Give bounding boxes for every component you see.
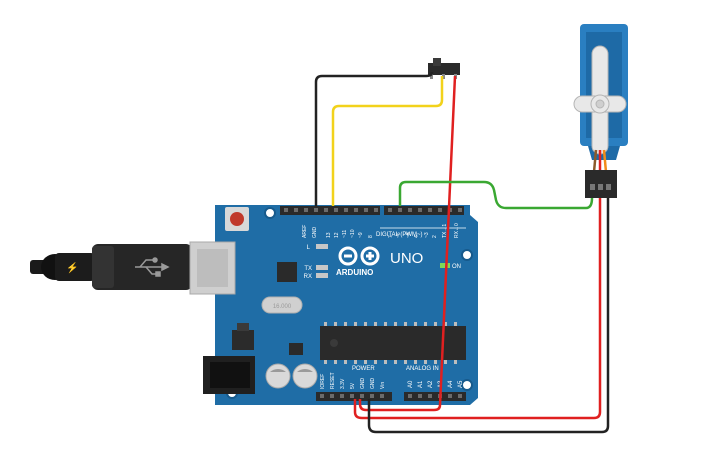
power-label: POWER <box>352 366 375 372</box>
wire-yellow-pin12-switch[interactable] <box>331 76 444 206</box>
pin-label: GND <box>370 378 376 390</box>
wire-red-5v-switch[interactable] <box>358 75 457 412</box>
led-on <box>440 263 450 268</box>
wire-red-5v-servo[interactable] <box>353 198 602 420</box>
servo-connector <box>585 170 617 198</box>
pin-label: ~6 <box>396 232 402 238</box>
pin-label: AREF <box>302 225 308 238</box>
pin-label: A2 <box>428 380 434 388</box>
led-tx-label: TX <box>304 266 312 272</box>
analog-label: ANALOG IN <box>406 366 439 372</box>
mounting-hole <box>461 379 473 391</box>
capacitor <box>292 363 318 389</box>
led-l-label: L <box>307 245 311 251</box>
servo-horn-icon <box>573 45 627 155</box>
slide-switch[interactable] <box>428 58 460 79</box>
pin-label: 13 <box>326 232 332 238</box>
usb-symbol-icon <box>135 257 170 277</box>
arduino-logo-icon <box>338 246 380 266</box>
pin-label: ~11 <box>342 230 348 238</box>
pin-label: A0 <box>408 380 414 388</box>
crystal-label: 16.000 <box>273 304 292 310</box>
led-rx <box>316 273 328 278</box>
digital-label: DIGITAL (PWM~) <box>376 232 423 238</box>
pin-label: 8 <box>368 235 374 238</box>
wire-black-gnd-servo[interactable] <box>367 198 610 434</box>
crystal-oscillator: 16.000 <box>261 296 303 314</box>
pin-label: Vin <box>380 382 386 389</box>
power-header <box>316 392 392 401</box>
mounting-hole <box>264 207 276 219</box>
svg-text:⚡: ⚡ <box>66 261 78 274</box>
servo-motor[interactable] <box>573 24 628 160</box>
pin-label: GND <box>360 378 366 390</box>
voltage-regulator <box>232 323 254 350</box>
led-rx-label: RX <box>304 274 312 280</box>
power-pin-labels: IOREF RESET 3.3V 5V GND GND Vin <box>320 372 386 389</box>
pin-label: TX→1 <box>442 224 448 238</box>
arduino-board[interactable]: 16.000 L TX RX ON ARDUINO UNO <box>189 205 478 405</box>
pin-label: A4 <box>448 380 454 388</box>
led-l <box>316 244 328 249</box>
pin-label: 2 <box>432 235 438 238</box>
pin-label: 3.3V <box>340 378 346 389</box>
pin-label: ~9 <box>358 232 364 238</box>
led-on-label: ON <box>452 264 461 270</box>
pin-label: RESET <box>330 372 336 389</box>
usb-controller-chip <box>277 262 297 282</box>
small-ic <box>289 343 303 355</box>
wire-green-pin6-servo[interactable] <box>398 180 594 210</box>
servo-leads <box>592 149 608 173</box>
pin-label: GND <box>312 227 318 239</box>
board-brand: ARDUINO <box>336 268 373 277</box>
pin-label: 5V <box>350 382 356 389</box>
reset-button[interactable] <box>225 207 249 231</box>
pin-label: 7 <box>388 235 394 238</box>
pin-label: ~10 <box>350 229 356 238</box>
board-model: UNO <box>390 250 423 267</box>
capacitor <box>265 363 291 389</box>
pin-label: 4 <box>414 235 420 238</box>
pin-label: A1 <box>418 380 424 388</box>
mounting-hole <box>461 249 473 261</box>
pin-label: IOREF <box>320 374 326 389</box>
wire-black-gnd-switch[interactable] <box>314 71 434 206</box>
pin-label: ~3 <box>424 232 430 238</box>
pin-label: 12 <box>334 232 340 238</box>
pin-label: A5 <box>458 380 464 388</box>
led-tx <box>316 265 328 270</box>
digital-header <box>280 206 464 215</box>
power-jack <box>203 356 255 394</box>
pin-label: RX←0 <box>454 223 460 238</box>
usb-cable[interactable]: ⚡ <box>30 244 192 290</box>
analog-header <box>404 392 466 401</box>
pin-label: ~5 <box>406 232 412 238</box>
